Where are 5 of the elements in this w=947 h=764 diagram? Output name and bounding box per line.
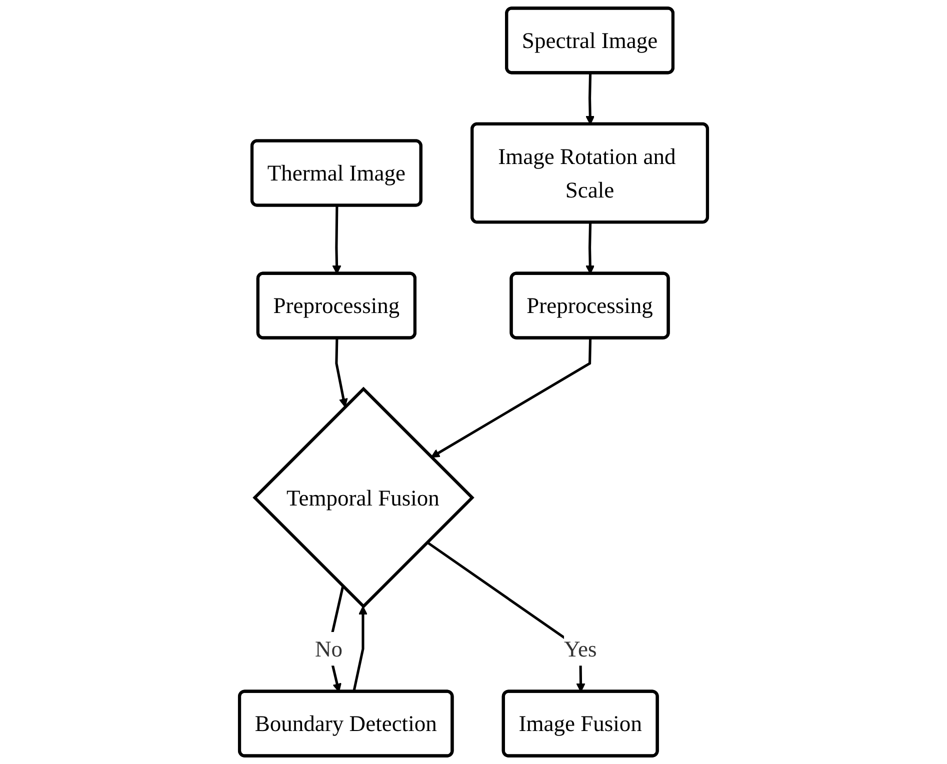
edge-label: Yes (564, 636, 597, 662)
arrow (335, 338, 348, 408)
edge-label: No (314, 636, 343, 662)
node-diamond: Temporal Fusion (252, 386, 474, 609)
arrow (430, 338, 592, 458)
